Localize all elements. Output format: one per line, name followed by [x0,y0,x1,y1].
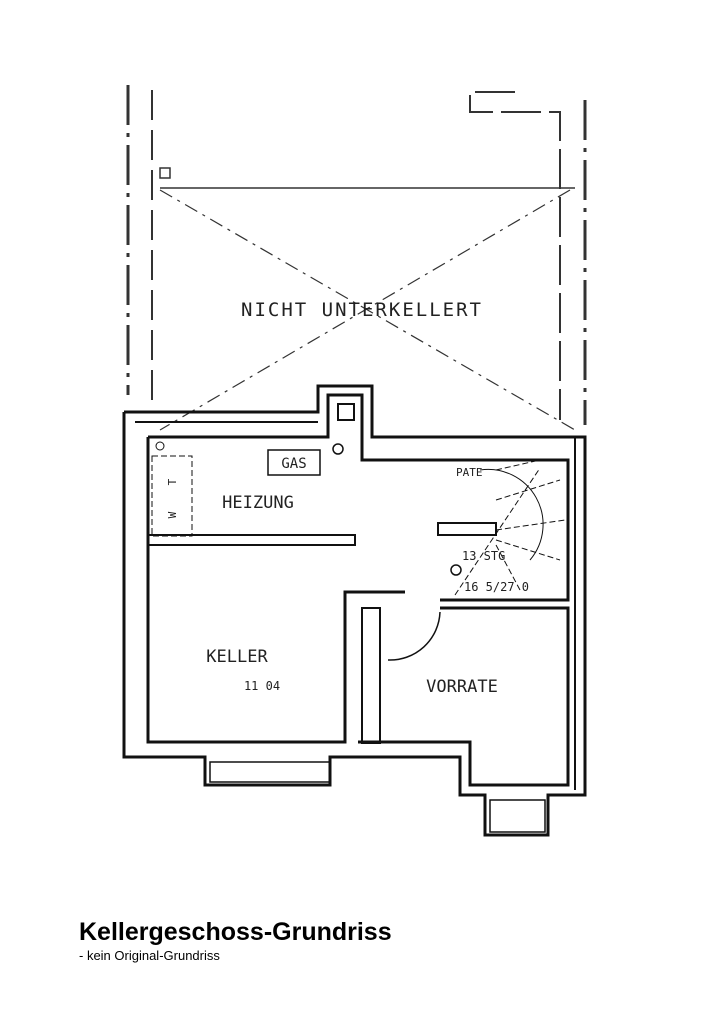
unexcavated-area [126,85,587,431]
page-title: Kellergeschoss-Grundriss [79,918,392,946]
washer-label: W [166,511,179,518]
unexcavated-label: NICHT UNTERKELLERT [241,299,483,321]
walls [122,384,587,837]
gas-label: GAS [281,456,306,472]
cellar-area-label: 11 04 [244,679,280,693]
cellar-room-label: KELLER [206,647,268,667]
dryer-label: T [166,478,179,485]
heating-room-label: HEIZUNG [222,493,294,513]
stair-dimensions-label: 16 5/27 0 [464,580,529,594]
page-subtitle: - kein Original-Grundriss [79,948,220,963]
stair-steps-label: 13 STG [462,549,505,563]
storage-room-label: VORRATE [426,677,498,697]
stair-note-label: PATE [456,466,483,479]
